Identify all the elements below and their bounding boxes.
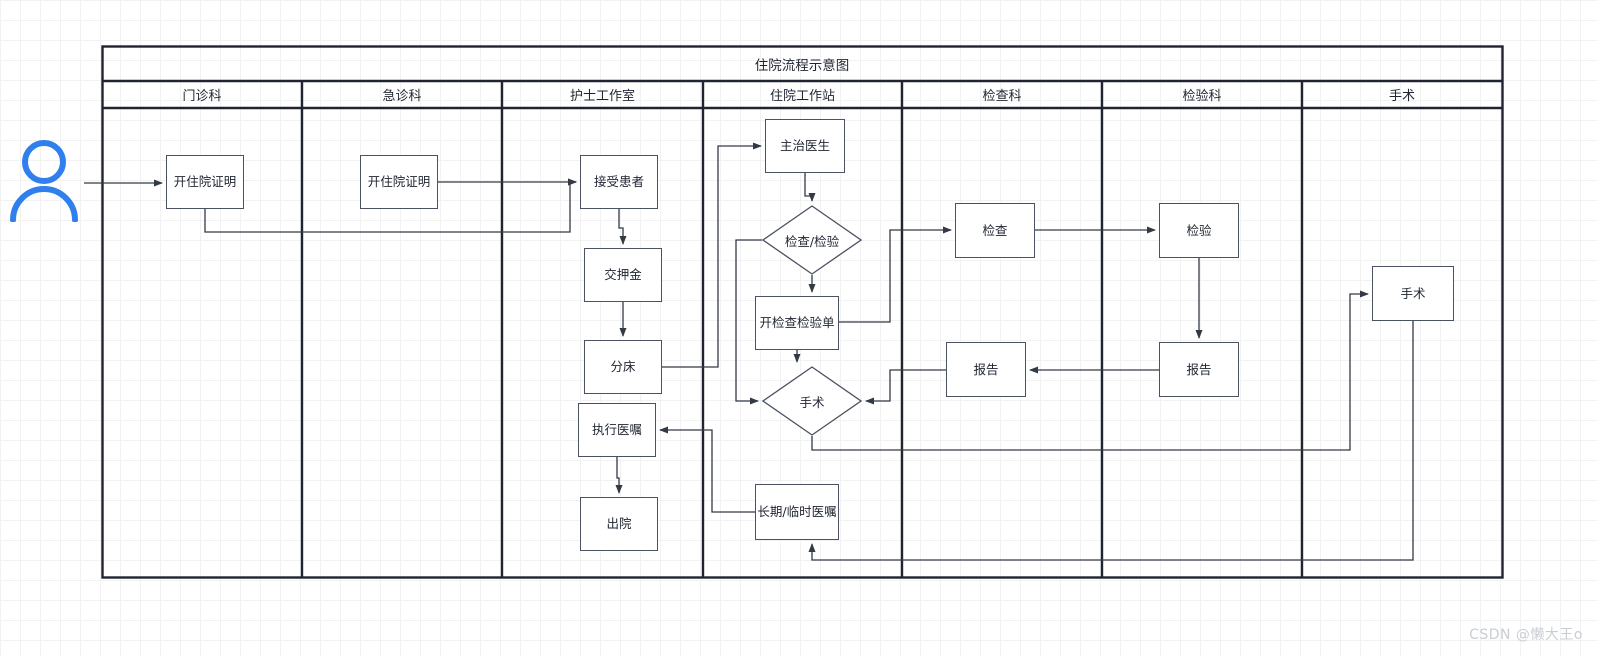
- node-deposit[interactable]: 交押金: [584, 248, 662, 302]
- edge-group: [84, 142, 1414, 561]
- page-title: 住院流程示意图: [754, 57, 850, 74]
- edge-attending-to-exam-decision: [804, 173, 816, 202]
- node-admission-cert-outpatient[interactable]: 开住院证明: [166, 155, 244, 209]
- csdn-watermark: CSDN @懒大王o: [1469, 627, 1583, 643]
- lane-header-nurse: 护士工作室: [569, 89, 635, 104]
- edge-exam-report-to-surgery-decision: [865, 369, 946, 405]
- edge-assign-bed-to-attending: [662, 142, 762, 368]
- node-receive-patient[interactable]: 接受患者: [580, 155, 658, 209]
- node-exam-or-lab-decision-label: 检查/检验: [784, 233, 840, 249]
- node-order-exam-form[interactable]: 开检查检验单: [755, 296, 839, 350]
- node-surgery-decision[interactable]: 手术: [762, 366, 862, 436]
- edge-execute-orders-to-discharge: [615, 457, 623, 494]
- swimlane-frame: [101, 45, 1504, 579]
- lane-header-inpatient: 住院工作站: [769, 89, 835, 104]
- lane-header-emergency: 急诊科: [382, 89, 422, 104]
- node-execute-orders[interactable]: 执行医嘱: [578, 403, 656, 457]
- node-lab[interactable]: 检验: [1159, 203, 1239, 258]
- node-surgery-decision-shape: [762, 366, 862, 436]
- node-exam[interactable]: 检查: [955, 203, 1035, 258]
- lane-header-lab: 检验科: [1182, 89, 1222, 104]
- node-exam-report[interactable]: 报告: [946, 342, 1026, 397]
- edge-order-form-right-to-exam: [839, 226, 952, 323]
- lane-header-outpatient: 门诊科: [182, 89, 222, 104]
- edge-receive-to-deposit: [618, 209, 627, 245]
- node-surgery[interactable]: 手术: [1372, 266, 1454, 321]
- node-exam-or-lab-decision[interactable]: 检查/检验: [762, 205, 862, 275]
- edge-exam-decision-left-to-surgery: [735, 239, 762, 405]
- edge-surgery-room-to-long-term: [808, 321, 1414, 561]
- edge-surgery-decision-to-surgery-room: [811, 290, 1369, 451]
- edge-long-term-to-execute-orders: [659, 426, 755, 513]
- node-attending-doctor[interactable]: 主治医生: [765, 119, 845, 173]
- node-surgery-decision-label: 手术: [799, 394, 825, 410]
- node-assign-bed[interactable]: 分床: [584, 340, 662, 394]
- node-discharge[interactable]: 出院: [580, 497, 658, 551]
- patient-actor-icon: [10, 140, 78, 222]
- lane-header-exam: 检查科: [982, 89, 1022, 104]
- node-lab-report[interactable]: 报告: [1159, 342, 1239, 397]
- lane-header-surgery: 手术: [1388, 89, 1415, 104]
- node-exam-or-lab-decision-shape: [762, 205, 862, 275]
- node-admission-cert-emergency[interactable]: 开住院证明: [360, 155, 438, 209]
- node-long-term-orders[interactable]: 长期/临时医嘱: [755, 484, 839, 540]
